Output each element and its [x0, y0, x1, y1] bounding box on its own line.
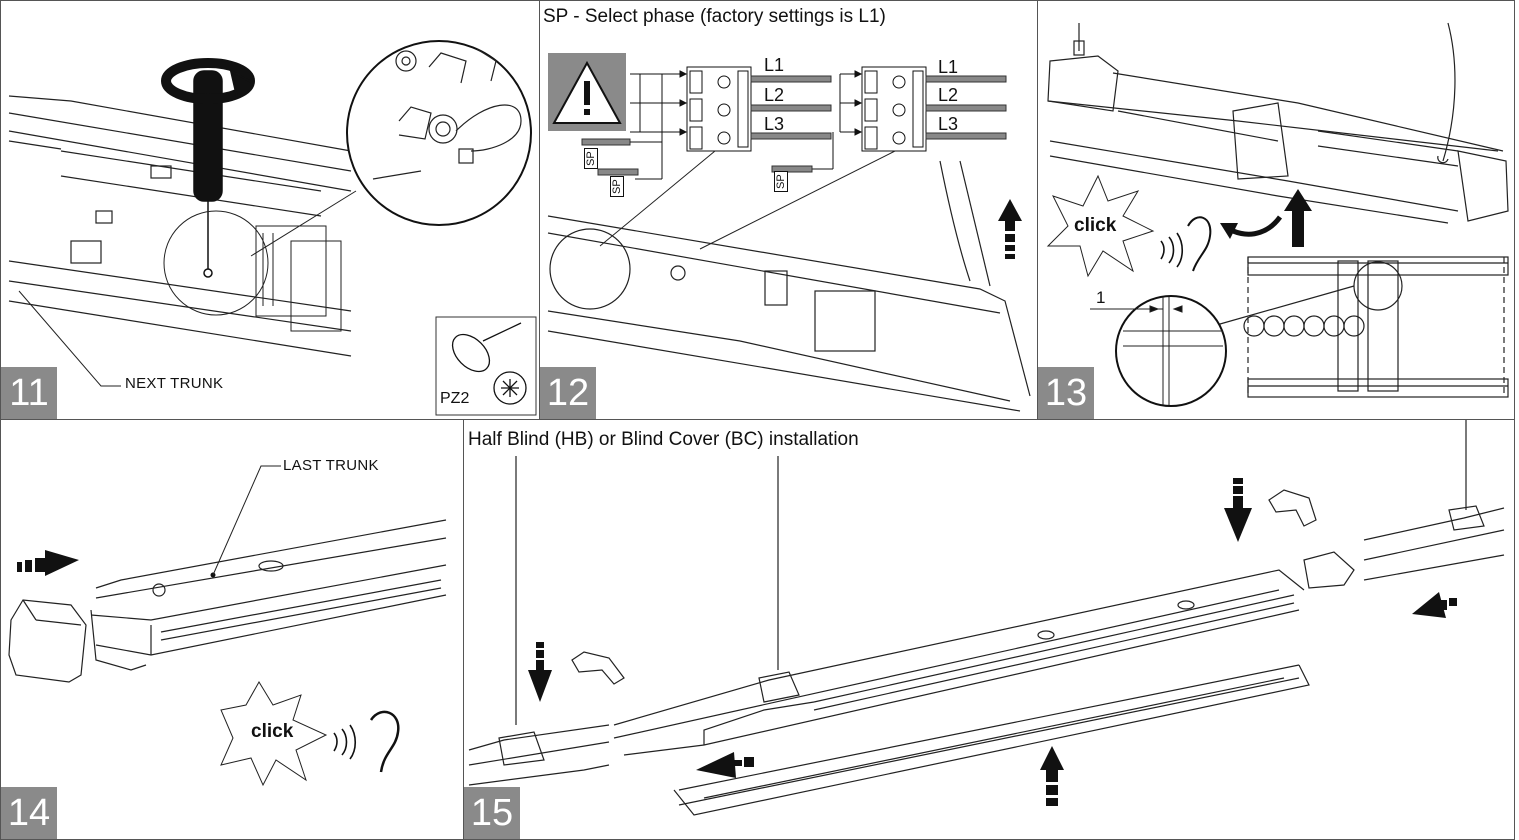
dimension-label: 1 [1096, 288, 1106, 307]
phase-caption: SP - Select phase (factory settings is L… [543, 6, 886, 27]
step-number: 11 [1, 367, 57, 419]
phase-l1-label-a: L1 [764, 55, 785, 75]
last-trunk-label: LAST TRUNK [283, 457, 379, 474]
phase-l3-label-a: L3 [764, 114, 785, 134]
connect-trunks-illustration [1046, 22, 1509, 407]
phase-l2-label-a: L2 [764, 85, 785, 105]
click-label: click [1074, 215, 1117, 236]
step-number: 13 [1038, 367, 1094, 419]
step-number: 15 [464, 787, 520, 839]
end-cap-illustration [8, 465, 447, 787]
click-burst-shape [1046, 174, 1155, 278]
blind-cover-illustration [468, 420, 1505, 816]
phase-select-illustration [547, 53, 1031, 412]
panel-step-12: SP - Select phase (factory settings is L… [539, 0, 1038, 420]
panel-step-15: Half Blind (HB) or Blind Cover (BC) inst… [463, 419, 1515, 840]
sp-label-2: SP [610, 176, 624, 197]
panel-step-11: NEXT TRUNK PZ2 11 [0, 0, 540, 420]
blind-cover-caption: Half Blind (HB) or Blind Cover (BC) inst… [468, 429, 859, 450]
next-trunk-label: NEXT TRUNK [125, 375, 224, 392]
panel-step-13: click 1 13 [1037, 0, 1515, 420]
sp-label-3: SP [774, 171, 788, 192]
panel-step-14: LAST TRUNK click 14 [0, 419, 464, 840]
sp-label-1: SP [584, 148, 598, 169]
trunk-screwdriver-illustration [8, 40, 537, 416]
phase-l2-label-b: L2 [938, 85, 959, 105]
step-number: 12 [540, 367, 596, 419]
pz2-tool-label: PZ2 [440, 390, 470, 407]
click-label: click [251, 721, 294, 742]
step-number: 14 [1, 787, 57, 839]
click-burst-shape [220, 681, 328, 787]
phase-l1-label-b: L1 [938, 57, 959, 77]
phase-l3-label-b: L3 [938, 114, 959, 134]
